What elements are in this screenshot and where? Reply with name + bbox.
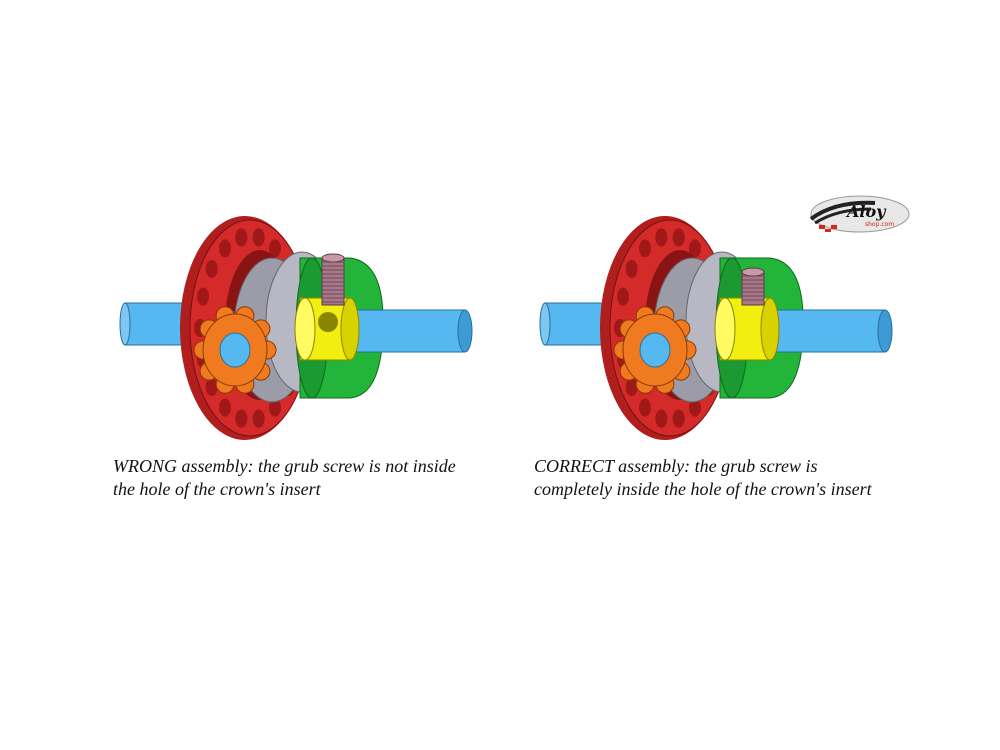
crown-tooth — [672, 409, 685, 428]
crown-tooth — [639, 239, 651, 258]
crown-tooth — [252, 409, 265, 428]
crown-tooth — [197, 287, 210, 306]
crown-tooth — [235, 409, 248, 428]
svg-text:Aloy: Aloy — [845, 202, 887, 221]
crown-tooth — [205, 378, 218, 397]
shaft-right-end — [877, 309, 893, 353]
wrong-assembly-caption: WRONG assembly: the grub screw is not in… — [113, 456, 456, 499]
svg-text:shop.com: shop.com — [865, 221, 894, 228]
crown-tooth — [235, 228, 248, 247]
grub-screw-top — [321, 253, 345, 263]
correct-assembly-illustration — [539, 216, 893, 440]
crown-tooth — [655, 409, 668, 428]
insert-hole — [318, 312, 338, 332]
pinion-shaft — [219, 332, 251, 368]
crown-tooth — [617, 287, 630, 306]
crown-tooth — [205, 259, 218, 278]
yellow-insert-end — [340, 297, 360, 361]
yellow-insert-face — [294, 297, 316, 361]
shaft-left-end — [539, 302, 551, 346]
yellow-insert-face — [714, 297, 736, 361]
crown-tooth — [625, 259, 638, 278]
grub-screw-top — [741, 267, 765, 277]
shaft-right-end — [457, 309, 473, 353]
crown-tooth — [625, 378, 638, 397]
crown-tooth — [655, 228, 668, 247]
wrong-assembly-illustration — [119, 216, 473, 440]
crown-tooth — [219, 239, 231, 258]
correct-assembly-caption: CORRECT assembly: the grub screw is comp… — [534, 456, 872, 499]
crown-tooth — [269, 398, 281, 417]
aloy-shop-logo: Aloy shop.com — [809, 195, 910, 233]
crown-tooth — [689, 398, 701, 417]
crown-tooth — [252, 228, 265, 247]
crown-tooth — [689, 239, 701, 258]
crown-tooth — [639, 398, 651, 417]
crown-tooth — [672, 228, 685, 247]
crown-tooth — [219, 398, 231, 417]
shaft-left-end — [119, 302, 131, 346]
crown-tooth — [269, 239, 281, 258]
pinion-shaft — [639, 332, 671, 368]
yellow-insert-end — [760, 297, 780, 361]
